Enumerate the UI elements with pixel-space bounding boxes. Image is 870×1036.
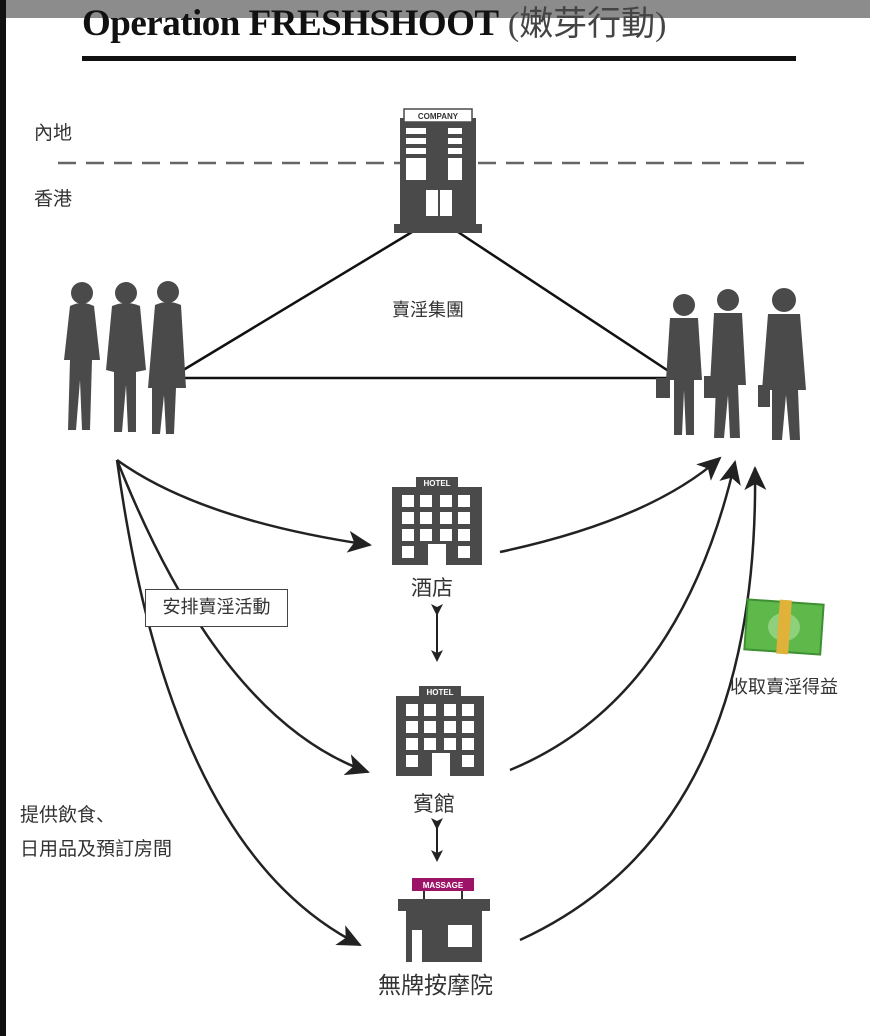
men-silhouettes-icon [656,288,806,440]
region-hong-kong-label: 香港 [34,188,73,210]
syndicate-triangle [179,230,671,380]
left-border [0,0,6,1036]
provide-label-line2: 日用品及預訂房間 [20,838,173,860]
money-icon [743,598,825,656]
top-bar [0,0,870,18]
title-chinese: (嫩芽行動) [507,6,667,43]
page-title: Operation FRESHSHOOT (嫩芽行動) [82,2,667,47]
proceeds-label: 收取賣淫得益 [730,677,838,698]
proceeds-arrows [499,456,767,942]
company-building-icon [394,108,482,233]
company-sign-text: COMPANY [418,112,459,121]
provide-label-line1: 提供飲食、 [20,804,116,826]
title-underline [82,56,796,61]
hotel-label: 酒店 [411,576,453,600]
guesthouse-building-icon [396,686,484,776]
guesthouse-sign-text: HOTEL [426,688,453,697]
massage-parlour-icon [398,878,490,962]
title-english: Operation FRESHSHOOT [82,3,499,44]
hotel-sign-text: HOTEL [423,479,450,488]
women-silhouettes-icon [64,281,186,434]
massage-label: 無牌按摩院 [378,973,493,999]
region-mainland-label: 內地 [34,122,73,144]
arrange-label-box: 安排賣淫活動 [145,589,288,627]
syndicate-label: 賣淫集團 [392,300,464,321]
arrange-arrows [115,458,372,947]
massage-sign-text: MASSAGE [423,881,464,890]
guesthouse-label: 賓館 [413,792,455,816]
hotel-building-icon [392,477,482,565]
